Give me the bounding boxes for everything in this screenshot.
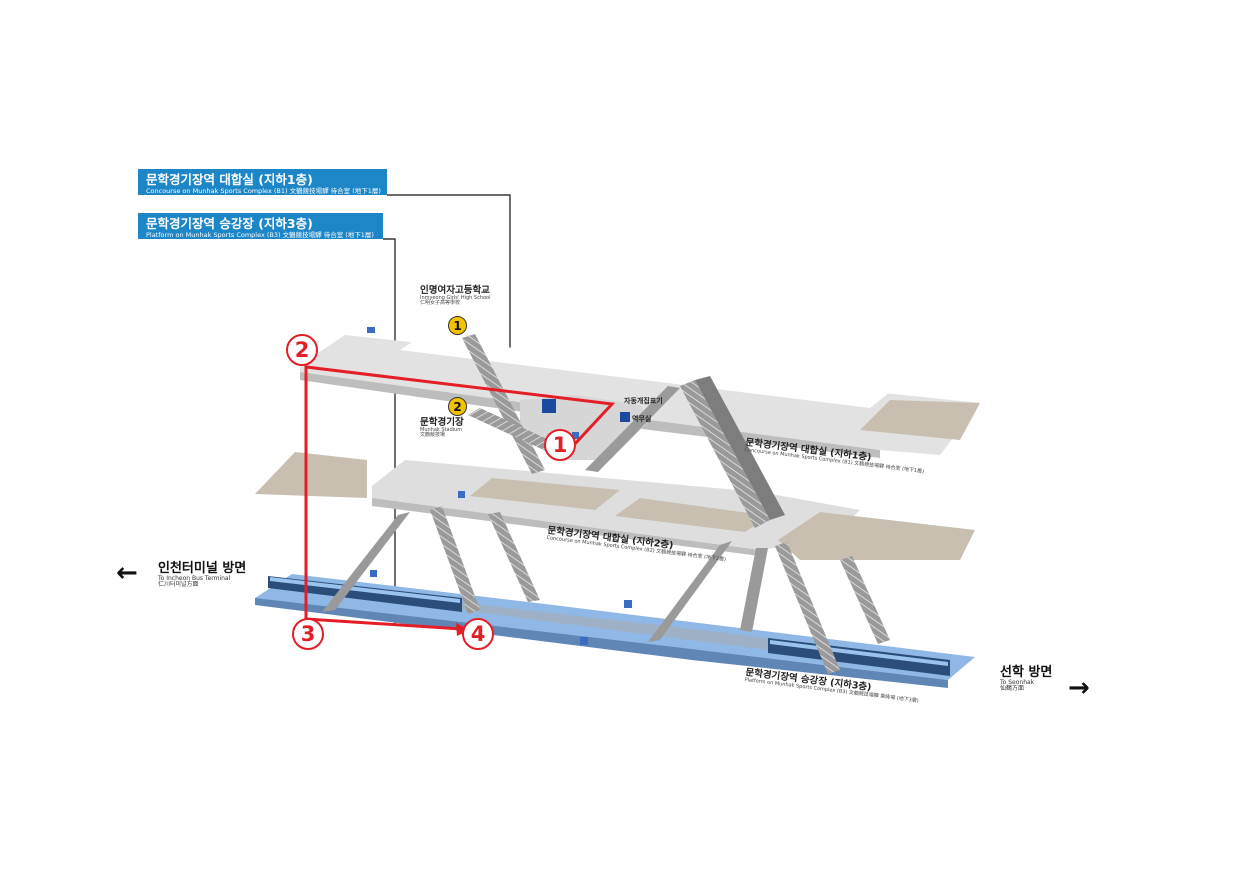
station-office-icon [620, 412, 630, 422]
b1-dark-floor-right [860, 400, 980, 440]
leader-line-b1 [387, 194, 511, 352]
elevator-icon-b2 [458, 491, 465, 498]
route-marker-2: 2 [286, 334, 318, 366]
elevator-icon [367, 327, 375, 333]
b2-floor-edge [372, 498, 760, 556]
right-arrow-icon: → [1068, 673, 1090, 703]
route-marker-1: 1 [544, 429, 576, 461]
exit1-cn: 仁明女子高等學校 [420, 300, 461, 307]
stairs-b2-b3-4 [648, 541, 732, 642]
escalator-b1-b2-a [680, 380, 770, 528]
ticket-machine-label: 자동개집표기 [624, 397, 663, 405]
b1-void [400, 337, 890, 408]
direction-right-ko: 선학 방면 [1000, 665, 1053, 680]
direction-left-ko: 인천터미널 방면 [158, 561, 247, 576]
elevator-icon-b3 [370, 570, 377, 577]
header-subtitle: Concourse on Munhak Sports Complex (B1) … [146, 187, 381, 195]
exit2-ko: 문학경기장 [420, 417, 464, 428]
header-subtitle: Platform on Munhak Sports Complex (B3) 文… [146, 231, 374, 239]
train-left [268, 576, 462, 612]
stairs-b2-b3-2 [322, 512, 410, 612]
exit1-label: 인명여자고등학교 Inmyeong Girls' High School 仁明女… [420, 286, 491, 306]
leader-line-b3 [383, 238, 396, 624]
exit2-label: 문학경기장 Munhak Stadium 文鶴競技場 [420, 418, 464, 438]
left-arrow-icon: ← [116, 558, 138, 588]
info-icon-b3 [624, 600, 632, 608]
b2-void-2 [615, 498, 770, 532]
b2-dark-floor-right [778, 512, 975, 560]
direction-right-cn: 仙鶴方面 [1000, 684, 1025, 692]
header-title: 문학경기장역 승강장 (지하3층) [146, 216, 313, 231]
concourse-b1-header: 문학경기장역 대합실 (지하1층) Concourse on Munhak Sp… [138, 169, 387, 195]
exit2-badge: 2 [448, 397, 467, 416]
exit1-en: Inmyeong Girls' High School [420, 294, 491, 301]
stairs-exit2 [468, 408, 560, 452]
direction-right: 선학 방면 To Seonhak 仙鶴方面 [1000, 666, 1052, 692]
exit1-ko: 인명여자고등학교 [420, 285, 490, 296]
direction-right-en: To Seonhak [1000, 678, 1035, 686]
stairs-b2-b3-1 [430, 506, 480, 614]
toilet-icon [542, 399, 556, 413]
b2-dark-floor-left [255, 452, 367, 498]
station-office-label: 역무실 [632, 415, 652, 423]
stairs-b2-b3-7 [740, 548, 768, 632]
elevator-icon-b1 [572, 432, 579, 439]
info-icon-b3-2 [580, 637, 588, 645]
route-marker-3: 3 [292, 618, 324, 650]
direction-left: 인천터미널 방면 To Incheon Bus Terminal 仁川터미널方面 [158, 562, 246, 588]
header-title: 문학경기장역 대합실 (지하1층) [146, 172, 313, 187]
direction-left-cn: 仁川터미널方面 [158, 580, 199, 588]
b2-void-1 [470, 478, 620, 510]
stairs-b2-b3-5 [775, 542, 840, 674]
route-marker-4: 4 [462, 618, 494, 650]
exit1-badge: 1 [448, 316, 467, 335]
train-right [768, 638, 950, 676]
direction-left-en: To Incheon Bus Terminal [158, 574, 231, 582]
escalator-b1-b2-b [695, 376, 785, 520]
b1-concourse-floor [300, 335, 980, 455]
exit2-cn: 文鶴競技場 [420, 432, 446, 439]
stairs-b2-b3-3 [488, 512, 540, 602]
escalator-b1-b2-c [585, 386, 680, 472]
platform-b3-header: 문학경기장역 승강장 (지하3층) Platform on Munhak Spo… [138, 213, 383, 239]
platform-edge [255, 598, 948, 688]
exit2-en: Munhak Stadium [420, 426, 463, 433]
stairs-b2-b3-6 [840, 556, 890, 644]
